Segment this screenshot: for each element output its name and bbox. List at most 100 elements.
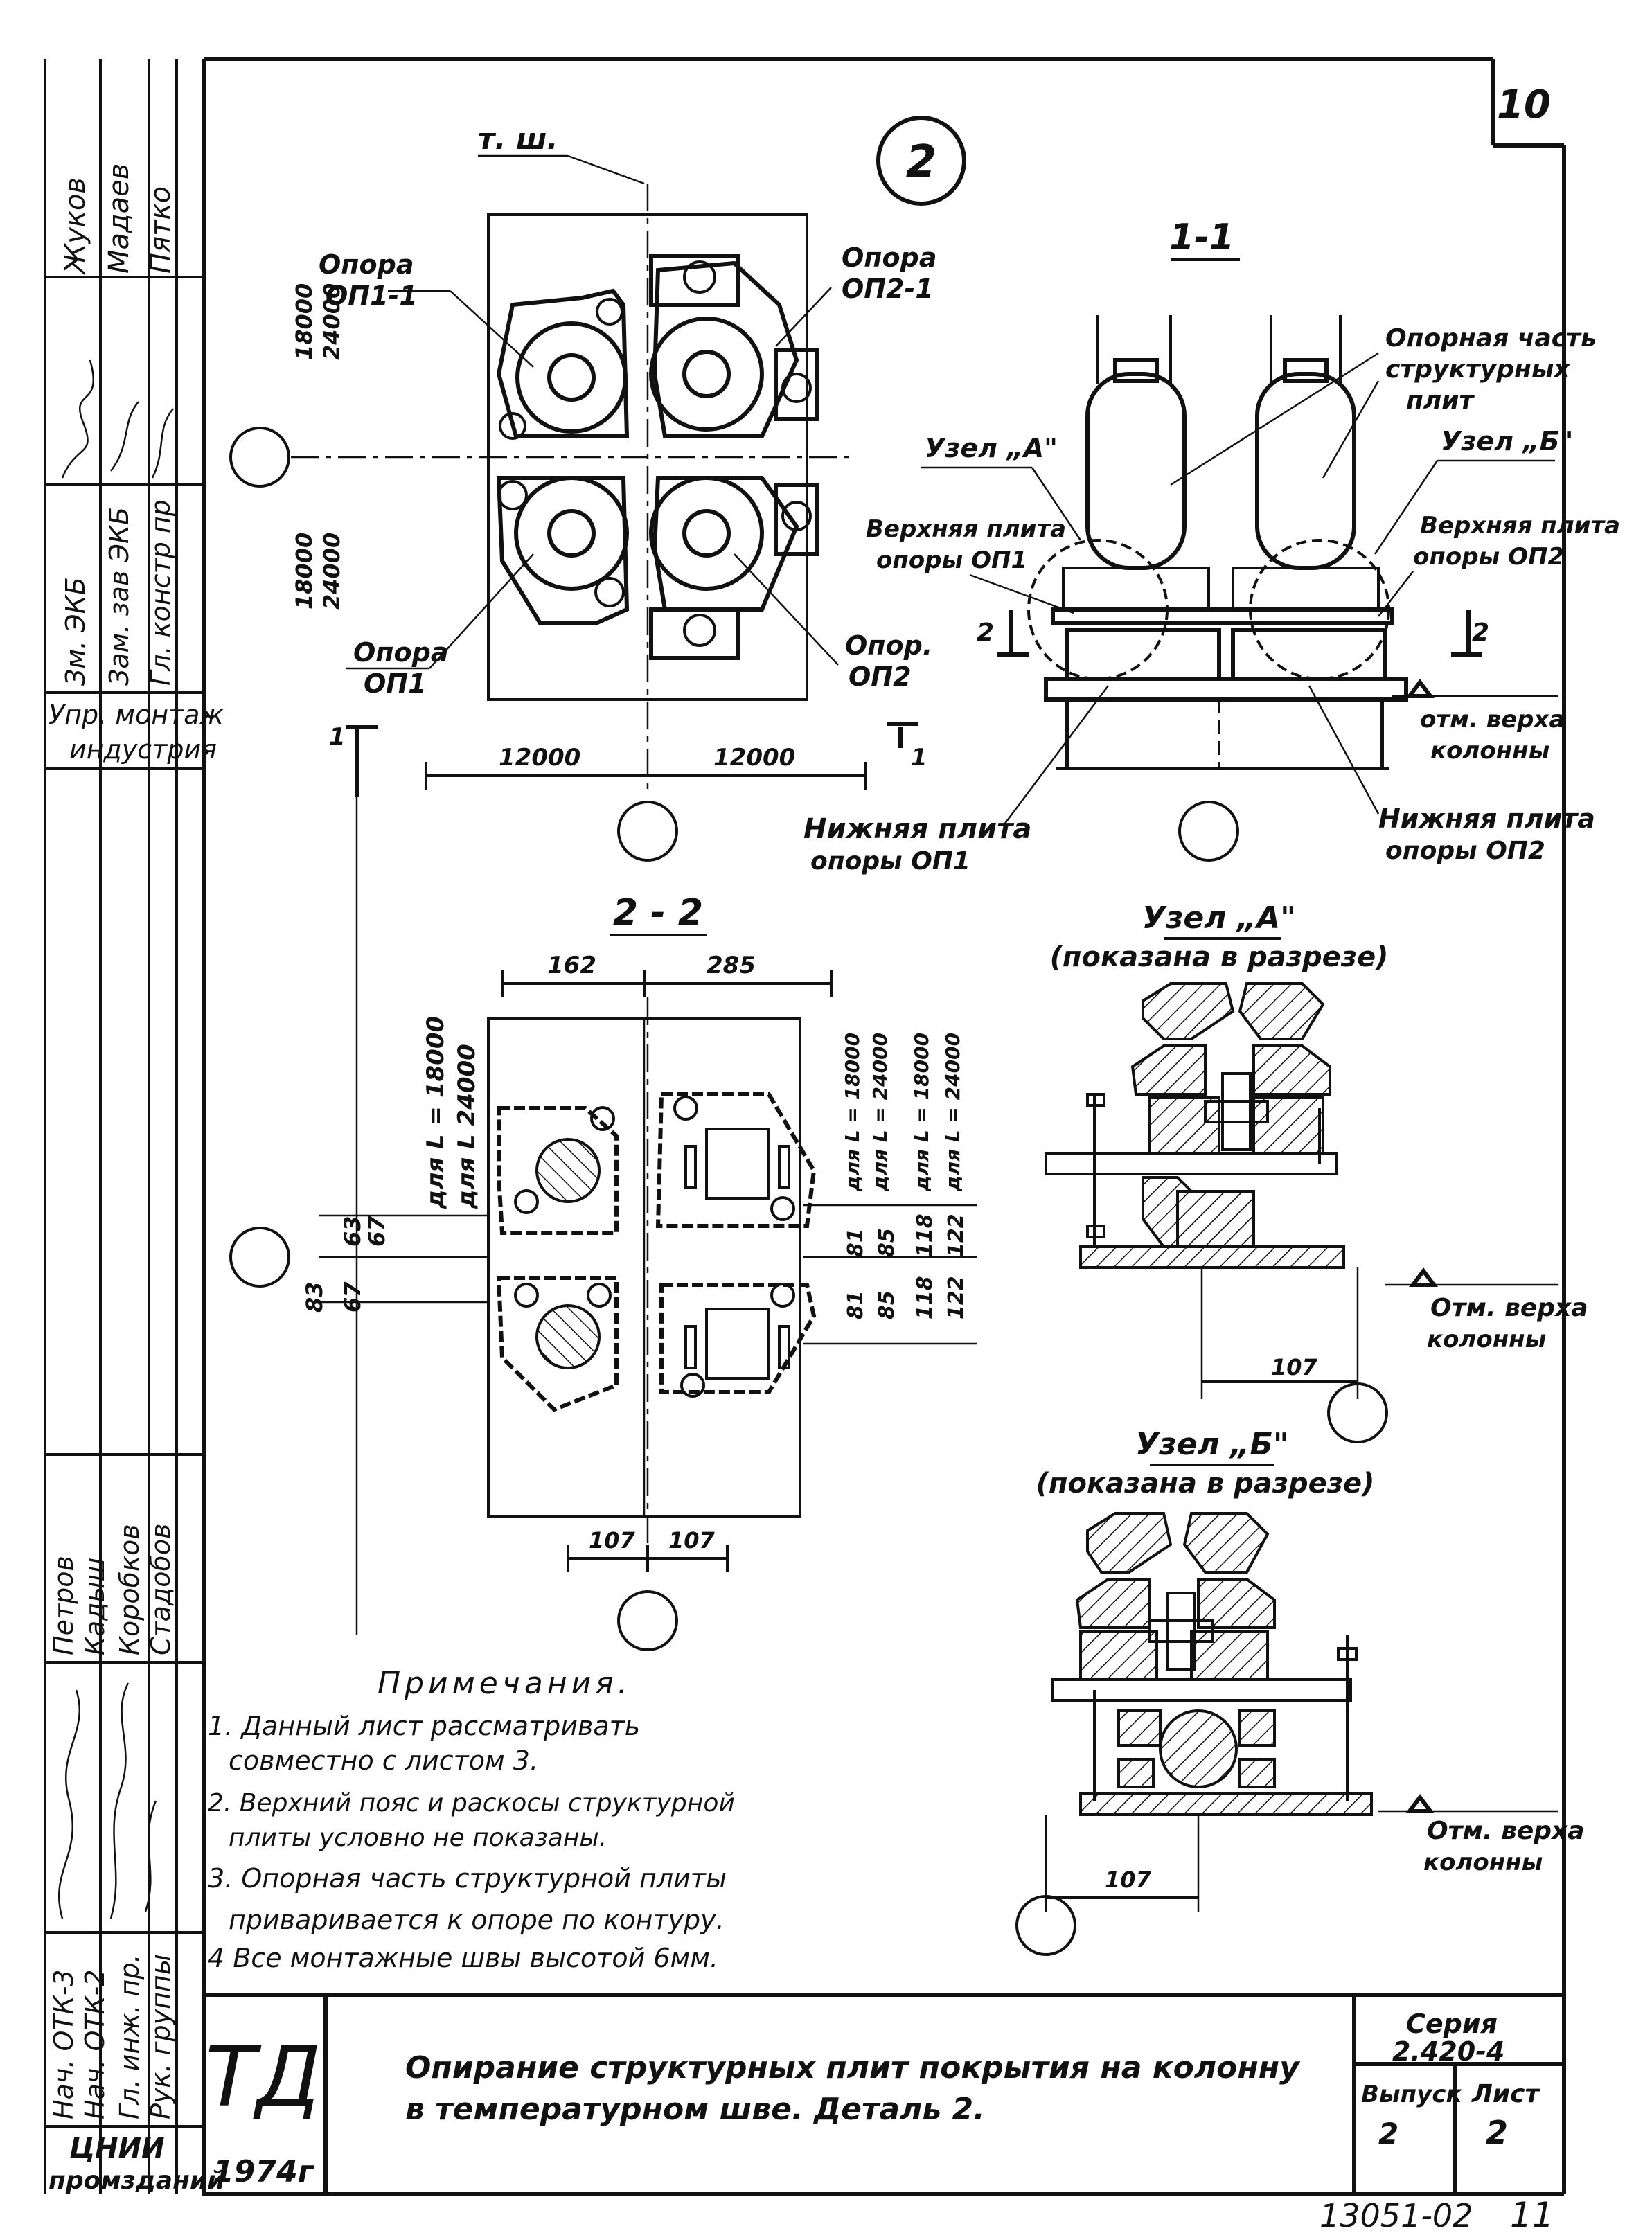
svg-text:162: 162 (547, 952, 596, 979)
svg-text:Узел „Б": Узел „Б" (1135, 1427, 1289, 1462)
svg-text:для L = 18000: для L = 18000 (841, 1033, 864, 1192)
svg-text:24000: 24000 (319, 283, 345, 360)
left-strip-org: Упр. монтаж индустрия (48, 700, 224, 765)
svg-text:Нач. ОТК-3: Нач. ОТК-3 (48, 1970, 79, 2119)
svg-text:1: 1 (329, 723, 346, 751)
left-strip-names-bottom: Петров Кадыш Коробков Стадобов (48, 1523, 176, 1655)
svg-text:Узел „А": Узел „А" (925, 433, 1058, 463)
svg-text:107: 107 (1105, 1867, 1152, 1893)
temperature-joint-label: т. ш. (478, 122, 558, 156)
svg-text:2: 2 (1378, 2117, 1398, 2151)
left-strip-names-top: Жуков Мадаев Пятко (60, 163, 177, 276)
svg-text:Кадыш: Кадыш (80, 1558, 110, 1655)
plan-view: 2 т. ш. (229, 116, 1239, 1635)
svg-text:122: 122 (944, 1276, 968, 1319)
detail-number-circle (876, 116, 966, 206)
svg-text:отм. верха: отм. верха (1420, 706, 1565, 733)
footer-page: 11 (1510, 2195, 1554, 2233)
svg-text:Отм. верха: Отм. верха (1430, 1294, 1588, 1322)
axis-circle (1327, 1382, 1388, 1443)
svg-text:18000: 18000 (291, 283, 317, 360)
svg-text:для L = 24000: для L = 24000 (941, 1033, 964, 1192)
svg-text:81: 81 (844, 1290, 868, 1319)
svg-text:Упр. монтаж: Упр. монтаж (48, 700, 224, 730)
axis-circle (1178, 801, 1239, 862)
svg-text:Верхняя плита: Верхняя плита (866, 515, 1066, 543)
svg-text:118: 118 (913, 1213, 937, 1257)
svg-text:107: 107 (589, 1527, 636, 1554)
note-line: 4 Все монтажные швы высотой 6мм. (208, 1943, 718, 1973)
svg-text:83: 83 (301, 1281, 328, 1313)
svg-text:Узел „Б": Узел „Б" (1441, 426, 1573, 456)
node-a-detail: Узел „А" (показана в разрезе) 107 Отм. в… (1045, 900, 1588, 1443)
section-2-2: 2 - 2 162 285 (301, 892, 977, 1651)
svg-text:63: 63 (339, 1216, 366, 1247)
svg-text:Узел „А": Узел „А" (1142, 900, 1296, 936)
svg-text:Отм. верха: Отм. верха (1427, 1817, 1585, 1845)
title-line-2: в температурном шве. Деталь 2. (405, 2092, 985, 2127)
title-line-1: Опирание структурных плит покрытия на ко… (405, 2050, 1301, 2085)
year: 1974г (213, 2154, 314, 2189)
svg-text:промзданий: промзданий (48, 2167, 224, 2195)
svg-text:для L 24000: для L 24000 (453, 1044, 481, 1209)
name-pyatko: Пятко (145, 186, 177, 274)
left-strip-roles-bottom: Нач. ОТК-3 Нач. ОТК-2 Гл. инж. пр. Рук. … (48, 1954, 176, 2119)
svg-text:для L = 18000: для L = 18000 (910, 1033, 933, 1192)
svg-text:колонны: колонны (1423, 1849, 1543, 1876)
note-line: 1. Данный лист рассматривать (208, 1711, 640, 1741)
svg-text:колонны: колонны (1427, 1326, 1546, 1353)
axis-circle (1015, 1895, 1076, 1956)
svg-text:опоры ОП1: опоры ОП1 (876, 546, 1027, 574)
note-line: плиты условно не показаны. (229, 1824, 607, 1852)
svg-text:107: 107 (668, 1527, 716, 1554)
svg-text:Гл. констр пр: Гл. констр пр (145, 499, 176, 686)
svg-text:опоры ОП1: опоры ОП1 (810, 847, 970, 875)
left-approval-strip (44, 59, 204, 2194)
svg-text:122: 122 (944, 1213, 968, 1257)
svg-text:Рук. группы: Рук. группы (145, 1954, 176, 2119)
svg-text:107: 107 (1271, 1354, 1318, 1380)
sheet-corner-number: 10 (1497, 82, 1551, 127)
footer-code: 13051-02 (1320, 2197, 1473, 2233)
svg-text:ОП2: ОП2 (849, 661, 912, 692)
svg-text:118: 118 (913, 1276, 937, 1319)
svg-text:ОП1: ОП1 (364, 668, 427, 699)
svg-text:Стадобов: Стадобов (145, 1523, 176, 1655)
notes-heading: Примечания. (378, 1666, 632, 1701)
axis-circle (229, 1227, 290, 1288)
svg-text:(показана в разрезе): (показана в разрезе) (1050, 941, 1389, 973)
svg-text:индустрия: индустрия (69, 734, 217, 765)
title-block: ТД 1974г Опирание структурных плит покры… (204, 1993, 1564, 2194)
svg-text:Нижняя плита: Нижняя плита (803, 813, 1031, 845)
svg-text:85: 85 (875, 1228, 899, 1257)
svg-text:Петров: Петров (48, 1556, 79, 1655)
svg-text:Зам. зав ЭКБ: Зам. зав ЭКБ (104, 507, 134, 686)
note-line: 2. Верхний пояс и раскосы структурной (208, 1789, 735, 1817)
note-line: 3. Опорная часть структурной плиты (208, 1863, 727, 1894)
signatures-top (61, 359, 174, 479)
svg-text:опоры ОП2: опоры ОП2 (1413, 543, 1564, 571)
svg-text:2: 2 (977, 619, 994, 647)
signatures-bottom (58, 1682, 157, 1919)
name-zhukov: Жуков (60, 177, 91, 276)
notes-block: Примечания. 1. Данный лист рассматривать… (208, 1666, 735, 1973)
svg-text:(показана в разрезе): (показана в разрезе) (1036, 1468, 1375, 1500)
svg-text:структурных: структурных (1385, 355, 1571, 384)
svg-text:24000: 24000 (319, 533, 345, 610)
node-b-detail: Узел „Б" (показана в разрезе) 107 Отм. в… (1015, 1427, 1585, 1956)
svg-text:Опор.: Опор. (845, 630, 932, 661)
svg-text:колонны: колонны (1430, 737, 1549, 765)
axis-circle (229, 427, 290, 488)
svg-text:ОП2-1: ОП2-1 (842, 274, 934, 304)
svg-text:2.420-4: 2.420-4 (1392, 2036, 1504, 2067)
svg-text:Верхняя плита: Верхняя плита (1420, 512, 1620, 540)
svg-text:67: 67 (339, 1281, 366, 1313)
svg-text:Серия: Серия (1406, 2009, 1498, 2039)
svg-text:Нижняя плита: Нижняя плита (1378, 803, 1595, 834)
svg-text:Опора: Опора (353, 637, 449, 668)
svg-text:ОП1-1: ОП1-1 (326, 281, 418, 311)
svg-text:опоры ОП2: опоры ОП2 (1385, 837, 1545, 865)
svg-text:12000: 12000 (713, 744, 795, 772)
axis-circle (617, 801, 678, 862)
